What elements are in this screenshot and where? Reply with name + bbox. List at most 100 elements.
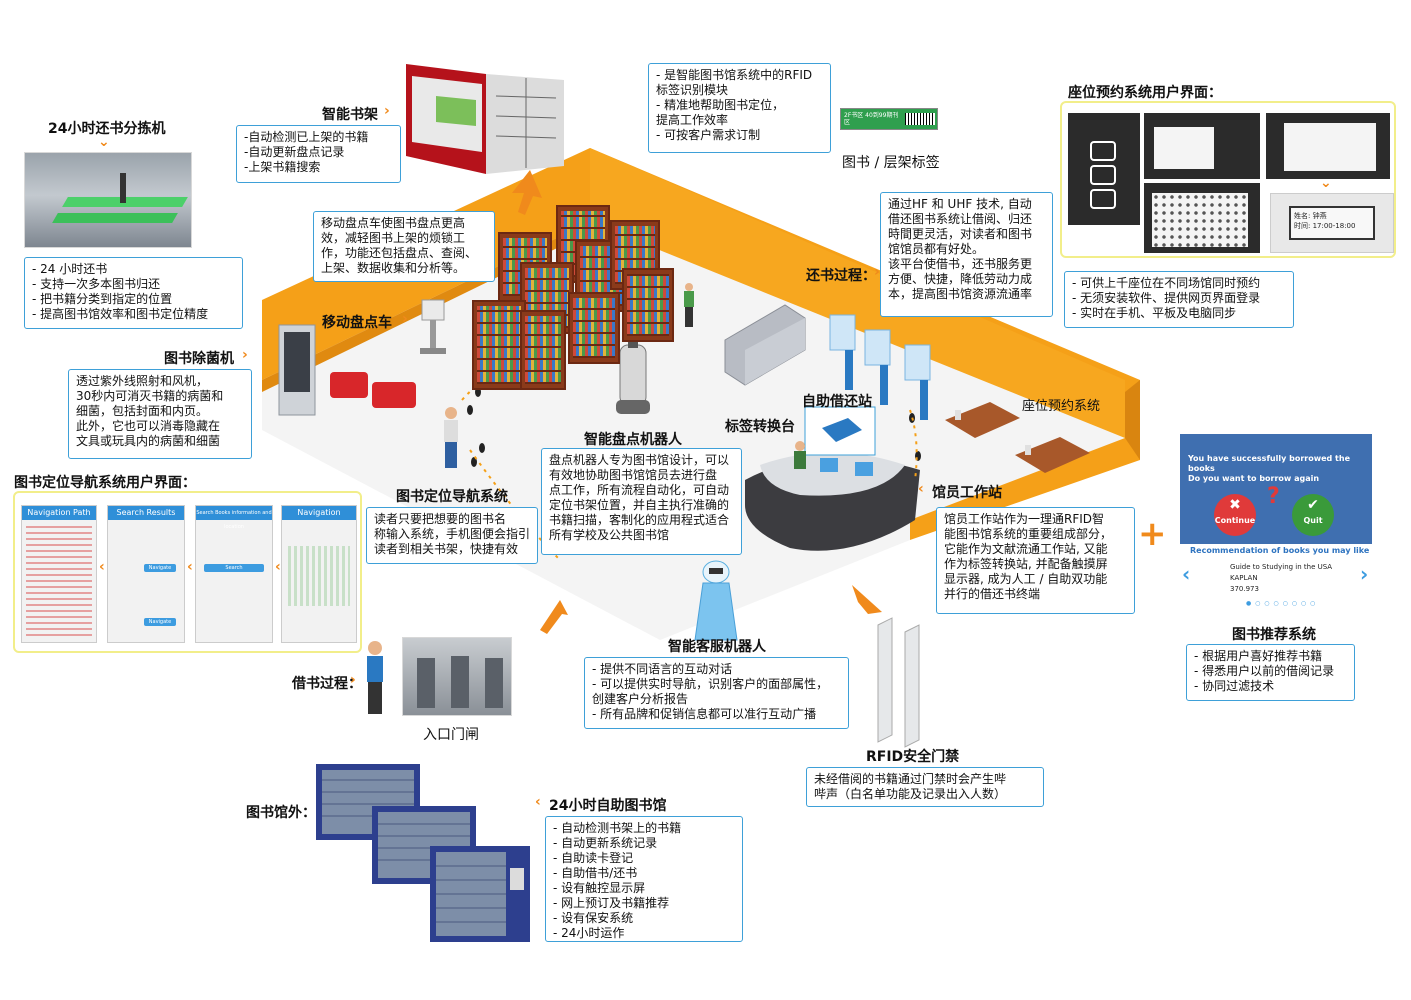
arrow-up-shelf	[512, 170, 542, 215]
reading-tables	[945, 402, 1090, 473]
plus-icon: +	[1138, 514, 1167, 554]
outside-title: 图书馆外：	[246, 805, 316, 821]
robot-title: 智能盘点机器人	[584, 432, 682, 448]
service-robot-title: 智能客服机器人	[668, 639, 766, 655]
chevron-right-icon: ›	[402, 311, 408, 327]
entrance-gate-title: 入口门闸	[423, 727, 479, 743]
question-icon: ?	[1267, 484, 1280, 509]
bookshelf	[472, 300, 526, 390]
reader-figure	[444, 407, 458, 468]
continue-button[interactable]: ✖ Continue	[1214, 494, 1256, 536]
borrower-figure	[367, 641, 383, 714]
chevron-left-icon: ‹	[187, 559, 193, 575]
robot-description: 盘点机器人专为图书馆设计，可以 有效地协助图书馆馆员去进行盘 点工作，所有流程自…	[541, 448, 742, 555]
seat-ui-title: 座位预约系统用户界面：	[1068, 85, 1222, 101]
service-robot	[694, 560, 738, 641]
bookshelf	[520, 310, 566, 390]
seat-screen-2	[1144, 113, 1260, 179]
inventory-cart-description: 移动盘点车使图书盘点更高 效，减轻图书上架的烦锁工 作，功能还包括盘点、查阅、 …	[313, 211, 495, 282]
seat-ui-panel: ⌄ 姓名: 钟燕 时间: 17:00-18:00	[1060, 101, 1396, 258]
seat-e-ink-display: 姓名: 钟燕 时间: 17:00-18:00	[1270, 193, 1394, 253]
sterilizer-title: 图书除菌机	[164, 351, 234, 367]
borrow-dialog: You have successfully borrowed the books…	[1180, 434, 1372, 544]
seat-screen-1	[1068, 113, 1140, 225]
rfid-tag-caption: 图书 / 层架标签	[842, 155, 940, 171]
chevron-right-icon: ›	[384, 103, 390, 119]
sterilizer-description: 透过紫外线照射和风机， 30秒内可消灭书籍的病菌和 细菌，包括封面和内页。 此外…	[68, 369, 252, 459]
barcode-icon	[905, 113, 935, 125]
tag-converter-label: 标签转换台	[725, 419, 795, 435]
shelf-tag-label: 2F书区 40到99期刊区	[840, 108, 938, 130]
self-library-kiosks	[316, 764, 530, 942]
borrow-process-title: 借书过程：	[292, 676, 362, 692]
nav-system-title: 图书定位导航系统	[396, 489, 508, 505]
recommendation-heading: Recommendation of books you may like	[1190, 546, 1370, 555]
quit-button[interactable]: ✔ Quit	[1292, 494, 1334, 536]
tag-converter-device	[804, 406, 876, 456]
self-kiosk-label: 自助借还站	[802, 394, 872, 410]
recommend-system-title: 图书推荐系统	[1232, 627, 1316, 643]
self-service-kiosks	[829, 314, 931, 420]
check-icon: ✔	[1307, 497, 1319, 513]
chevron-left-icon: ‹	[918, 481, 924, 497]
recommended-book[interactable]: Guide to Studying in the USA KAPLAN 370.…	[1230, 562, 1332, 595]
arrow-entrance	[540, 600, 568, 634]
sorter-photo	[24, 152, 192, 248]
standing-reader	[684, 283, 694, 327]
smart-shelf-description: -自动检测已上架的书籍 -自动更新盘点记录 -上架书籍搜索	[236, 125, 401, 183]
carousel-next-icon[interactable]: ›	[1360, 562, 1369, 586]
nav-ui-title: 图书定位导航系统用户界面：	[14, 475, 196, 491]
staff-station-description: 馆员工作站作为一理通RFID智 能图书馆系统的重要组成部分， 它能作为文献流通工…	[936, 507, 1135, 614]
chevron-left-icon: ‹	[99, 559, 105, 575]
bookshelf	[568, 292, 620, 364]
chevron-right-icon: ›	[242, 347, 248, 363]
borrow-success-message: You have successfully borrowed the books…	[1188, 454, 1350, 483]
sterilizer-cabinet	[278, 324, 316, 416]
chevron-right-icon: ›	[350, 672, 356, 688]
chevron-down-icon: ⌄	[98, 134, 110, 150]
inventory-cart-title: 移动盘点车	[322, 315, 392, 331]
sorter-title: 24小时还书分拣机	[48, 121, 166, 137]
seat-screen-4	[1266, 113, 1390, 179]
book-title: Guide to Studying in the USA	[1230, 563, 1333, 571]
rfid-gate-pillars	[877, 617, 920, 748]
nav-screen-path: Navigation Path	[21, 505, 97, 643]
nav-screen-search: Search Books information and location Se…	[195, 505, 273, 643]
staff-station-label: 馆员工作站	[932, 485, 1002, 501]
arrow-gate	[852, 585, 882, 614]
carousel-prev-icon[interactable]: ‹	[1182, 562, 1191, 586]
search-button[interactable]: Search	[204, 564, 264, 572]
smart-shelf-illustration	[406, 64, 564, 174]
self-library-title: 24小时自助图书馆	[549, 798, 667, 814]
bookshelf	[622, 268, 674, 342]
smart-shelf-photo	[406, 56, 564, 174]
file-cabinets	[724, 304, 806, 386]
carousel-dots: ● ○ ○ ○ ○ ○ ○ ○	[1246, 600, 1317, 607]
seat-screen-3	[1144, 183, 1260, 253]
inventory-cart	[420, 299, 446, 354]
nav-system-description: 读者只要把想要的图书名 称输入系统，手机图便会指引 读者到相关书架，快捷有效	[366, 507, 538, 564]
chevron-right-icon: ›	[874, 264, 880, 280]
staff-figure	[794, 441, 806, 469]
chevron-left-icon: ‹	[535, 794, 541, 810]
entrance-gate-photo	[402, 637, 512, 716]
seat-system-label: 座位预约系统	[1022, 399, 1101, 414]
navigate-button[interactable]: Navigate	[144, 564, 176, 572]
book-publisher: KAPLAN	[1230, 574, 1258, 582]
return-process-title: 还书过程：	[806, 268, 876, 284]
recommend-ui-panel: You have successfully borrowed the books…	[1180, 434, 1372, 616]
shelf-tag-text: 2F书区 40到99期刊区	[844, 112, 899, 126]
rfid-tag-description: - 是智能图书馆系统中的RFID 标签识别模块 - 精准地帮助图书定位， 提高工…	[648, 63, 831, 153]
close-icon: ✖	[1229, 497, 1241, 513]
chevron-left-icon: ‹	[275, 559, 281, 575]
service-robot-description: - 提供不同语言的互动对话 - 可以提供实时导航，识别客户的面部属性， 创建客户…	[584, 657, 849, 729]
self-library-description: - 自动检测书架上的书籍 - 自动更新系统记录 - 自助读卡登记 - 自助借书/…	[545, 816, 743, 942]
nav-screen-results: Search Results Navigate Navigate	[107, 505, 185, 643]
smart-shelf-title: 智能书架	[322, 107, 378, 123]
nav-ui-panel: Navigation Path ‹ Search Results Navigat…	[13, 491, 362, 653]
recommend-system-description: - 根据用户喜好推荐书籍 - 得悉用户以前的借阅记录 - 协同过滤技术	[1186, 644, 1355, 701]
sorter-description: - 24 小时还书 - 支持一次多本图书归还 - 把书籍分类到指定的位置 - 提…	[24, 257, 243, 329]
navigate-button[interactable]: Navigate	[144, 618, 176, 626]
seat-ui-description: - 可供上千座位在不同场馆同时预约 - 无须安装软件、提供网页界面登录 - 实时…	[1064, 271, 1294, 328]
rfid-gate-title: RFID安全门禁	[866, 749, 960, 765]
